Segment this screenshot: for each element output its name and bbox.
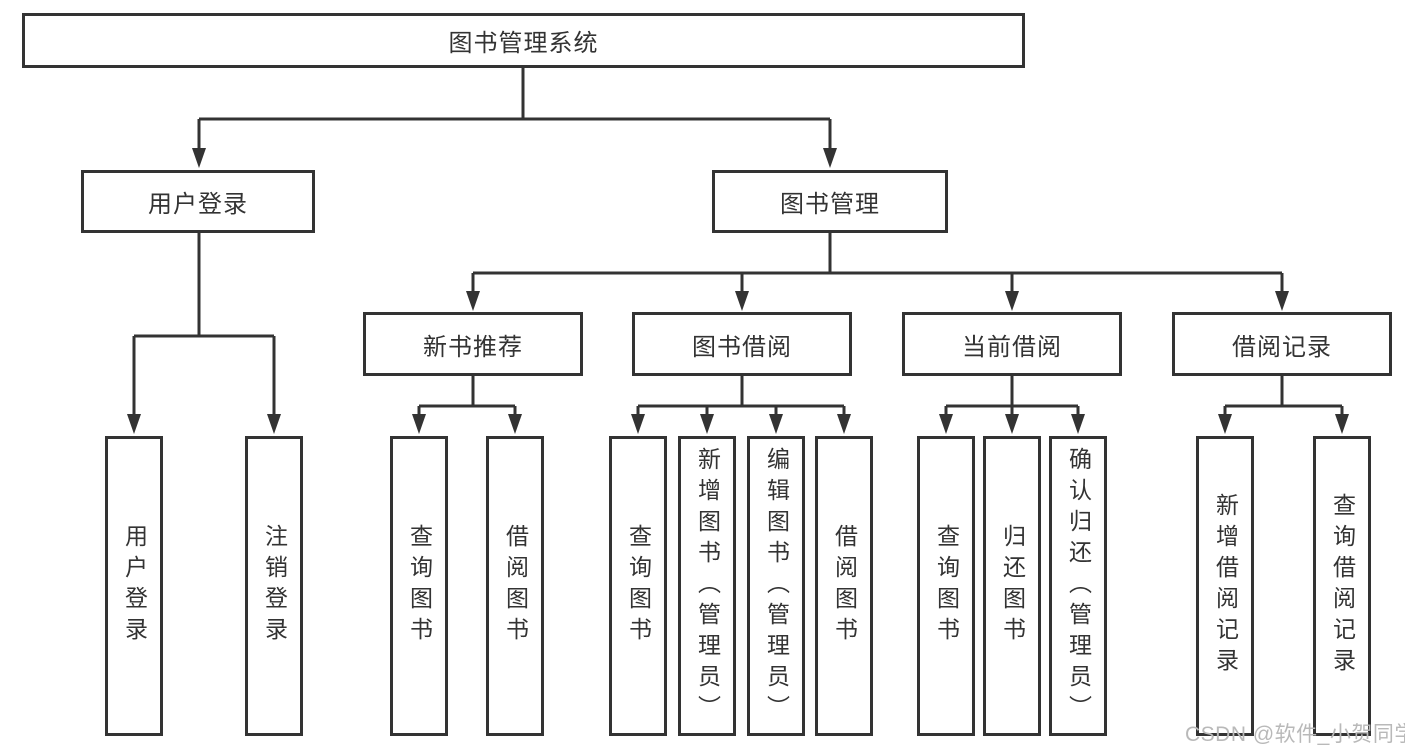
node-root-library-management-system: 图书管理系统	[22, 13, 1025, 68]
node-label: 查询图书	[406, 524, 433, 648]
leaf-borrow-borrow-books: 借阅图书	[815, 436, 873, 736]
node-borrowing-records: 借阅记录	[1172, 312, 1392, 376]
node-current-borrowing: 当前借阅	[902, 312, 1122, 376]
leaf-borrow-edit-books-admin: 编辑图书（管理员）	[747, 436, 805, 736]
leaf-record-add-borrow-record: 新增借阅记录	[1196, 436, 1254, 736]
node-label: 查询图书	[625, 524, 652, 648]
node-label: 图书借阅	[692, 333, 792, 361]
node-label: 确认归还（管理员）	[1065, 446, 1092, 726]
leaf-record-query-borrow-record: 查询借阅记录	[1313, 436, 1371, 736]
node-label: 图书管理	[780, 191, 880, 218]
node-label: 当前借阅	[962, 333, 1062, 361]
node-label: 新增借阅记录	[1212, 493, 1239, 679]
leaf-new-book-query-books: 查询图书	[390, 436, 448, 736]
csdn-watermark: CSDN @软件_小贺同学	[1185, 723, 1405, 746]
connector-new-book-to-leaves	[412, 376, 522, 434]
node-label: 借阅记录	[1232, 333, 1332, 361]
node-label: 新书推荐	[423, 333, 523, 361]
leaf-new-book-borrow-books: 借阅图书	[486, 436, 544, 736]
node-label: 借阅图书	[831, 524, 858, 648]
leaf-current-query-books: 查询图书	[917, 436, 975, 736]
connector-current-borrow-to-leaves	[939, 376, 1085, 434]
node-label: 编辑图书（管理员）	[763, 446, 790, 726]
connector-root-to-level2	[192, 68, 837, 168]
leaf-borrow-add-books-admin: 新增图书（管理员）	[678, 436, 736, 736]
node-label: 查询借阅记录	[1329, 493, 1356, 679]
node-label: 查询图书	[933, 524, 960, 648]
node-label: 归还图书	[999, 524, 1026, 648]
connector-book-mgmt-to-level3	[466, 233, 1289, 311]
leaf-current-confirm-return-admin: 确认归还（管理员）	[1049, 436, 1107, 736]
connector-borrow-record-to-leaves	[1218, 376, 1349, 434]
connector-user-login-to-leaves	[127, 233, 281, 434]
node-label: 注销登录	[261, 524, 288, 648]
node-user-login: 用户登录	[81, 170, 315, 233]
node-label: 借阅图书	[502, 524, 529, 648]
leaf-current-return-books: 归还图书	[983, 436, 1041, 736]
node-label: 新增图书（管理员）	[694, 446, 721, 726]
node-book-borrowing: 图书借阅	[632, 312, 852, 376]
leaf-user-login: 用户登录	[105, 436, 163, 736]
node-book-management: 图书管理	[712, 170, 948, 233]
node-label: 用户登录	[148, 191, 248, 218]
connector-book-borrow-to-leaves	[631, 376, 851, 434]
node-label: 图书管理系统	[448, 30, 599, 57]
node-label: 用户登录	[121, 524, 148, 648]
node-new-book-recommendation: 新书推荐	[363, 312, 583, 376]
leaf-borrow-query-books: 查询图书	[609, 436, 667, 736]
leaf-logout: 注销登录	[245, 436, 303, 736]
